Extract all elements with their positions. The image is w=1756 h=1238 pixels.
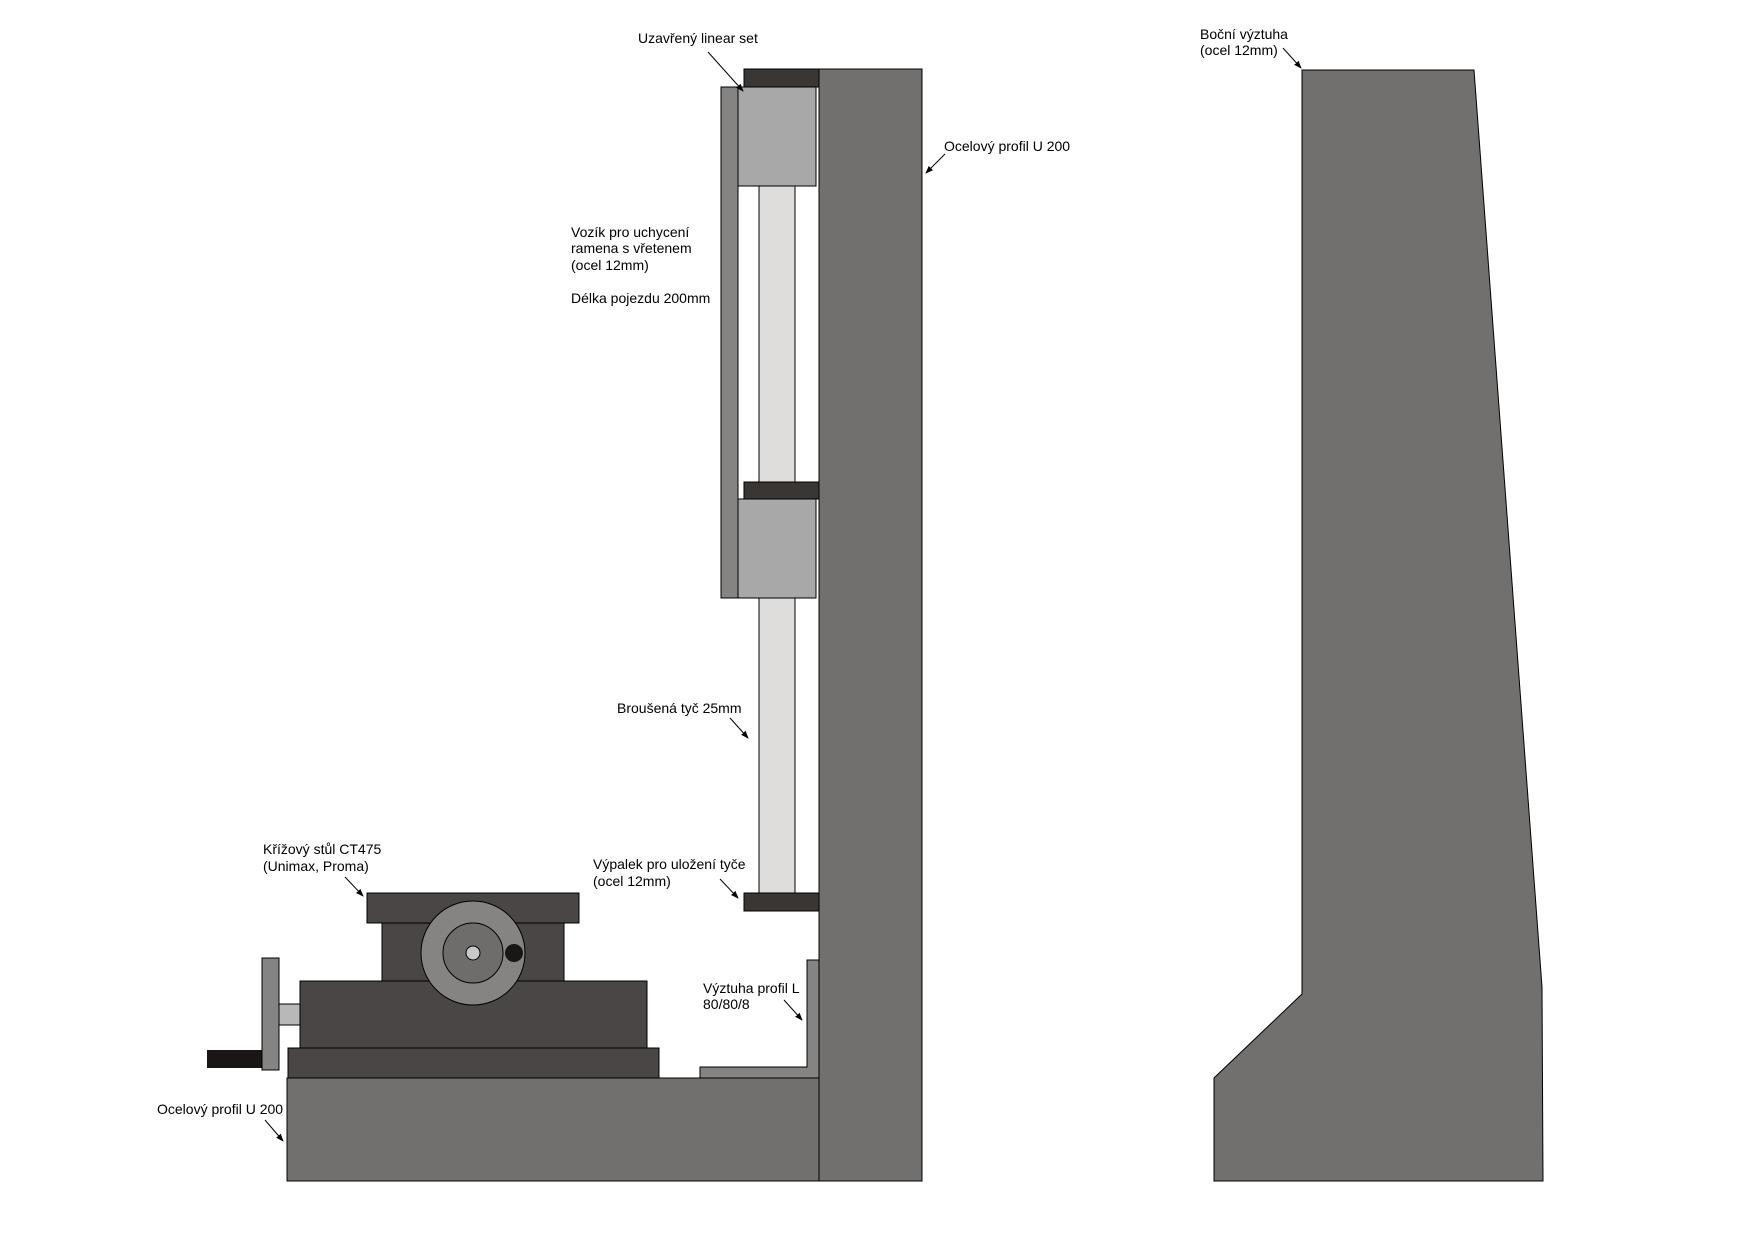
- arrow-side-brace: [1282, 47, 1302, 69]
- top-rod-mount: [743, 68, 820, 88]
- upper-linear-bearing: [737, 86, 817, 187]
- label-cross-table-1: Křížový stůl CT475: [263, 841, 381, 857]
- label-ground-rod: Broušená tyč 25mm: [617, 700, 742, 716]
- arrow-cross-table: [344, 876, 364, 897]
- label-rod-mount-1: Výpalek pro uložení tyče: [593, 856, 746, 872]
- label-side-brace-2: (ocel 12mm): [1200, 42, 1278, 58]
- label-cross-table-2: (Unimax, Proma): [263, 858, 369, 874]
- carriage-plate: [720, 86, 739, 599]
- label-l-brace-2: 80/80/8: [703, 996, 750, 1012]
- l-profile-brace: [699, 959, 820, 1079]
- arrow-rod-mount: [719, 878, 739, 899]
- cross-table-base: [287, 1047, 660, 1079]
- label-base-profile: Ocelový profil U 200: [157, 1101, 283, 1117]
- label-carriage-1: Vozík pro uchycení: [571, 224, 689, 240]
- handwheel[interactable]: [261, 957, 280, 1071]
- handwheel-shaft: [278, 1003, 301, 1026]
- column-u-profile: [818, 68, 923, 1182]
- table-dial-hub: [465, 945, 481, 961]
- arrow-ground-rod: [729, 717, 749, 739]
- label-column-profile: Ocelový profil U 200: [944, 138, 1070, 154]
- table-dial-knob: [505, 944, 523, 962]
- handle[interactable]: [207, 1050, 262, 1068]
- label-side-brace-1: Boční výztuha: [1200, 26, 1288, 42]
- side-brace: [1213, 69, 1544, 1182]
- label-l-brace-1: Výztuha profil L: [703, 980, 800, 996]
- label-rod-mount-2: (ocel 12mm): [593, 873, 671, 889]
- arrow-linear-set: [707, 51, 744, 92]
- middle-block: [743, 481, 820, 500]
- label-linear-set: Uzavřený linear set: [638, 30, 758, 46]
- arrow-column-profile: [925, 153, 946, 174]
- label-carriage-3: (ocel 12mm): [571, 257, 649, 273]
- base-u-profile: [286, 1077, 820, 1182]
- arrow-l-brace: [783, 999, 803, 1021]
- arrow-base-profile: [264, 1119, 284, 1142]
- label-carriage-2: ramena s vřetenem: [571, 240, 692, 256]
- label-travel-length: Délka pojezdu 200mm: [571, 290, 710, 306]
- lower-linear-bearing: [737, 498, 817, 599]
- cross-table: [207, 892, 660, 1079]
- bottom-rod-mount: [743, 892, 820, 912]
